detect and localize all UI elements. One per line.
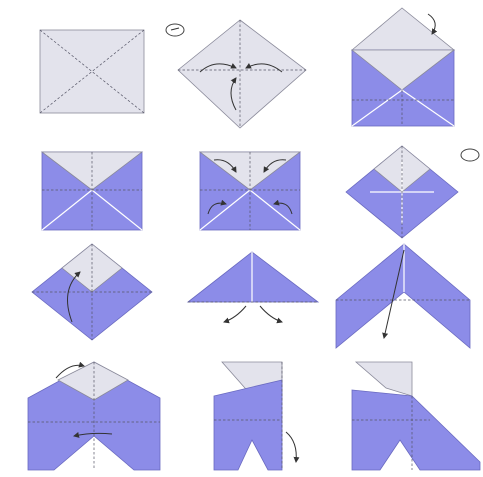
step-5: [200, 152, 300, 230]
step-12: [352, 362, 480, 470]
fold-arrow-icon: [286, 432, 296, 462]
step-4: [42, 152, 142, 230]
paper-base: [352, 390, 480, 470]
turn-over-icon: [166, 24, 184, 36]
paper-triangle: [188, 252, 318, 302]
paper-base: [214, 380, 282, 470]
step-9: [336, 244, 470, 348]
paper-flap: [352, 8, 454, 50]
turn-over-icon: [461, 149, 479, 161]
paper-diamond: [178, 20, 306, 128]
fold-arrow-icon: [260, 306, 282, 322]
step-7: [32, 244, 152, 340]
step-11: [214, 362, 296, 470]
step-3: [352, 8, 454, 126]
fold-arrow-icon: [224, 306, 246, 322]
step-6: [346, 146, 479, 238]
step-8: [188, 252, 318, 322]
paper-chevron: [336, 244, 470, 348]
step-1: [40, 30, 144, 113]
step-10: [28, 362, 160, 470]
step-2: [166, 20, 306, 128]
